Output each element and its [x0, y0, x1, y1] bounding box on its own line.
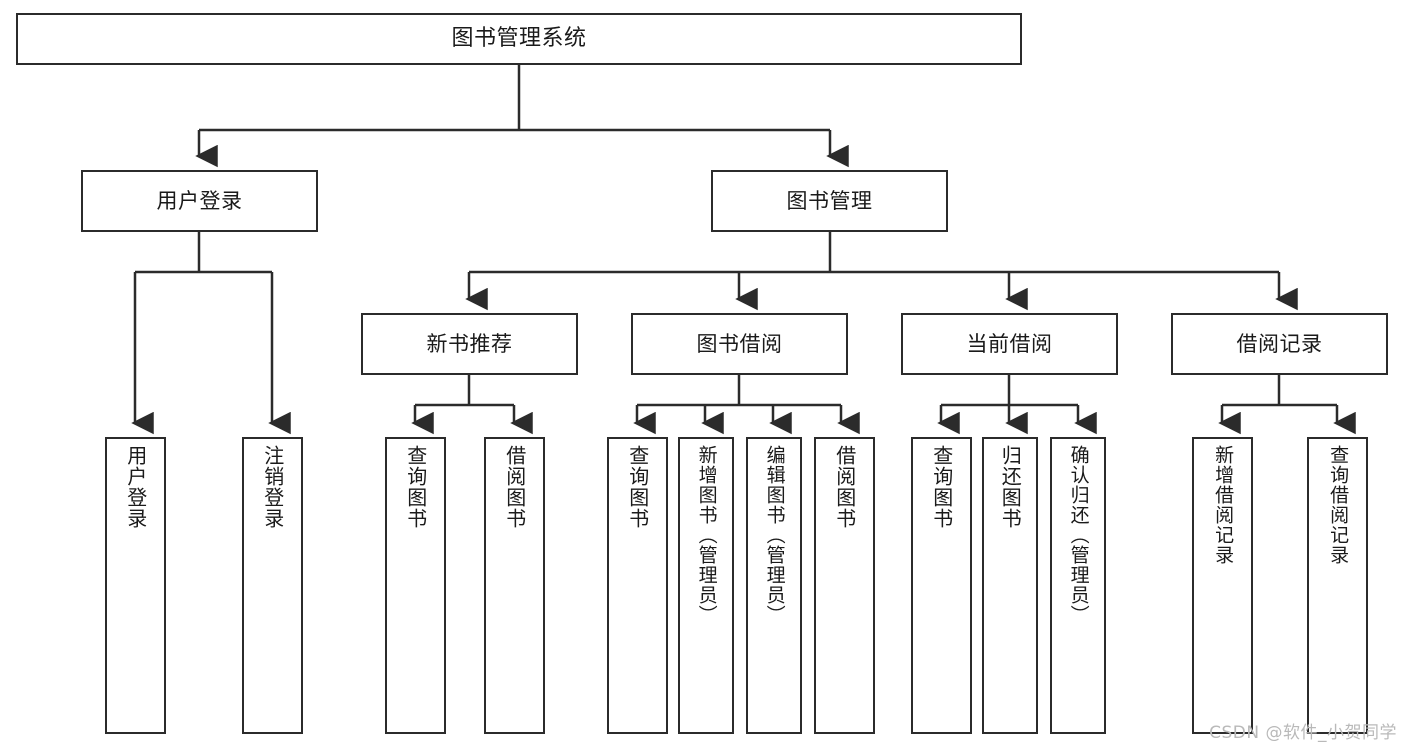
node-label: 借阅图书 — [502, 445, 527, 529]
node-leaf-query-book-borrow[interactable]: 查询图书 — [607, 437, 668, 734]
node-label: 确认归还（管理员） — [1067, 445, 1090, 625]
node-label: 图书管理系统 — [451, 26, 587, 52]
node-label: 借阅记录 — [1236, 331, 1323, 356]
node-leaf-borrow-book-recommend[interactable]: 借阅图书 — [484, 437, 545, 734]
node-label: 归还图书 — [998, 445, 1023, 529]
node-leaf-query-borrow-record[interactable]: 查询借阅记录 — [1307, 437, 1368, 734]
node-leaf-query-book-current[interactable]: 查询图书 — [911, 437, 972, 734]
node-label: 图书管理 — [786, 188, 873, 213]
node-leaf-logout[interactable]: 注销登录 — [242, 437, 303, 734]
node-leaf-return-book[interactable]: 归还图书 — [982, 437, 1038, 734]
node-label: 用户登录 — [123, 445, 148, 529]
node-leaf-add-book-admin[interactable]: 新增图书（管理员） — [678, 437, 734, 734]
node-label: 查询图书 — [929, 445, 954, 529]
node-label: 注销登录 — [260, 445, 285, 529]
node-leaf-edit-book-admin[interactable]: 编辑图书（管理员） — [746, 437, 802, 734]
node-label: 查询借阅记录 — [1327, 445, 1350, 565]
node-book-borrow[interactable]: 图书借阅 — [631, 313, 848, 375]
node-label: 新书推荐 — [426, 331, 513, 356]
node-leaf-add-borrow-record[interactable]: 新增借阅记录 — [1192, 437, 1253, 734]
node-book-management[interactable]: 图书管理 — [711, 170, 948, 232]
node-label: 当前借阅 — [966, 331, 1053, 356]
node-label: 用户登录 — [156, 188, 243, 213]
node-label: 借阅图书 — [832, 445, 857, 529]
node-label: 查询图书 — [625, 445, 650, 529]
node-label: 编辑图书（管理员） — [763, 445, 786, 625]
node-leaf-confirm-return-admin[interactable]: 确认归还（管理员） — [1050, 437, 1106, 734]
node-current-borrow[interactable]: 当前借阅 — [901, 313, 1118, 375]
node-label: 新增图书（管理员） — [695, 445, 718, 625]
node-new-book-recommend[interactable]: 新书推荐 — [361, 313, 578, 375]
node-borrow-record[interactable]: 借阅记录 — [1171, 313, 1388, 375]
node-leaf-user-login[interactable]: 用户登录 — [105, 437, 166, 734]
node-label: 图书借阅 — [696, 331, 783, 356]
node-label: 查询图书 — [403, 445, 428, 529]
node-label: 新增借阅记录 — [1212, 445, 1235, 565]
node-leaf-borrow-book[interactable]: 借阅图书 — [814, 437, 875, 734]
node-root-book-management-system[interactable]: 图书管理系统 — [16, 13, 1022, 65]
node-leaf-query-book-recommend[interactable]: 查询图书 — [385, 437, 446, 734]
node-user-login[interactable]: 用户登录 — [81, 170, 318, 232]
